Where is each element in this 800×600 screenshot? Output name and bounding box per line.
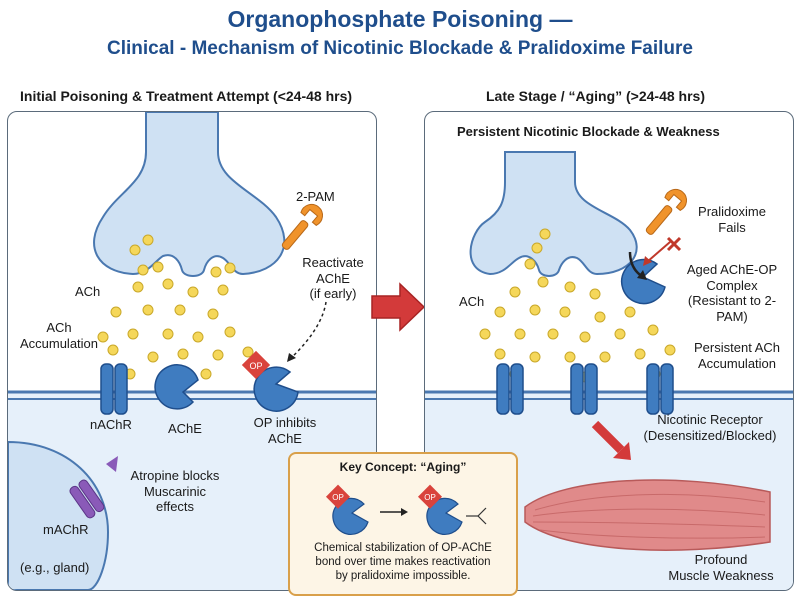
aged-line-2: Complex [706, 277, 758, 293]
aged-ache-complex [620, 258, 666, 305]
red-x-icon [666, 236, 682, 252]
key-text-line-2: bond over time makes reactivation [315, 555, 491, 568]
reactivate-label: Reactivate AChE (if early) [298, 255, 368, 302]
title-line-1: Organophosphate Poisoning — [227, 6, 573, 32]
key-text-line-3: by pralidoxime impossible. [335, 569, 471, 582]
big-arrow-icon [371, 282, 426, 332]
ach-molecules [479, 228, 676, 383]
right-panel-heading: Late Stage / “Aging” (>24-48 hrs) [486, 88, 705, 104]
ach-label-right: ACh [459, 294, 485, 309]
reactivate-arrow [290, 301, 327, 359]
atropine-line-1: Atropine blocks [130, 468, 220, 483]
key-text-line-1: Chemical stabilization of OP-AChE [314, 542, 492, 554]
atropine-icon [106, 456, 118, 472]
receptor-line-1: Nicotinic Receptor [657, 412, 763, 427]
weakness-line-2: Muscle Weakness [668, 567, 774, 583]
nicotinic-receptors [496, 363, 674, 415]
aged-ache-enzyme [426, 497, 463, 535]
wrench-icon [645, 188, 687, 235]
aged-note: (Resistant to 2-PAM) [687, 293, 777, 324]
reactivate-note: (if early) [309, 286, 357, 302]
accumulation-line-2: Accumulation [19, 335, 99, 351]
op-tag-text: OP [249, 361, 262, 371]
op-tag-text-1: OP [332, 493, 344, 502]
failed-arrow [646, 241, 671, 263]
left-panel-heading: Initial Poisoning & Treatment Attempt (<… [20, 88, 353, 104]
key-concept-box: Key Concept: “Aging” OP OP Chemical stab… [288, 452, 518, 596]
atropine-label: Atropine blocks Muscarinic effects [116, 468, 234, 515]
nachr-label: nAChR [90, 417, 132, 432]
weakness-label: Profound Muscle Weakness [655, 552, 787, 583]
atropine-line-2: Muscarinic [143, 483, 207, 499]
aged-complex-label: Aged AChE-OP Complex (Resistant to 2-PAM… [673, 262, 791, 324]
pralidoxime-fails-label: Pralidoxime Fails [687, 204, 777, 235]
pralidoxime-line-1: Pralidoxime [698, 204, 766, 219]
weakness-line-1: Profound [694, 552, 748, 567]
pam-label: 2-PAM [296, 189, 335, 204]
inhibited-ache [253, 366, 299, 412]
right-subheading: Persistent Nicotinic Blockade & Weakness [457, 124, 720, 139]
pralidoxime-line-2: Fails [718, 219, 746, 235]
op-tag-text-2: OP [424, 493, 436, 502]
accumulation-label: ACh Accumulation [14, 320, 104, 351]
receptor-label: Nicotinic Receptor (Desensitized/Blocked… [635, 412, 785, 443]
aged-bond-icon [466, 507, 487, 525]
ache-label: AChE [168, 421, 202, 436]
atropine-line-3: effects [155, 499, 195, 515]
reactivate-line-1: Reactivate [302, 255, 364, 270]
receptor-note: (Desensitized/Blocked) [643, 427, 777, 443]
muscarinic-receptor [69, 479, 105, 519]
key-concept-title: Key Concept: “Aging” [339, 460, 467, 474]
muscle-fiber [524, 479, 771, 551]
wrench-icon [281, 203, 323, 250]
persistent-accumulation-label: Persistent ACh Accumulation [683, 340, 791, 371]
ach-label-left: ACh [75, 284, 101, 299]
gland-label: (e.g., gland) [20, 560, 90, 575]
ache-enzyme [154, 364, 199, 410]
op-inhibits-line-2: AChE [268, 430, 302, 446]
ach-molecules [97, 234, 254, 380]
persistent-line-1: Persistent ACh [694, 340, 780, 355]
weakness-arrow [591, 420, 625, 454]
presynaptic-terminal [469, 151, 638, 277]
key-concept-diagram: OP OP [325, 484, 487, 535]
reactivate-line-2: AChE [316, 270, 350, 286]
muscarinic-cell [8, 440, 110, 590]
left-panel-art: OP [8, 112, 376, 590]
ache-enzyme [332, 497, 369, 535]
key-concept-text: Chemical stabilization of OP-AChE bond o… [294, 542, 512, 583]
op-inhibits-label: OP inhibits AChE [240, 415, 330, 446]
accumulation-line-1: ACh [46, 320, 72, 335]
presynaptic-terminal [93, 112, 286, 277]
nicotinic-receptor [100, 363, 128, 415]
aged-line-1: Aged AChE-OP [686, 262, 778, 277]
machr-label: mAChR [43, 522, 89, 537]
op-inhibits-line-1: OP inhibits [253, 415, 317, 430]
persistent-line-2: Accumulation [697, 355, 777, 371]
left-panel: OP 2-PAM Reactivate AChE (if early) ACh … [7, 111, 377, 591]
title-line-2: Clinical - Mechanism of Nicotinic Blocka… [107, 38, 693, 59]
